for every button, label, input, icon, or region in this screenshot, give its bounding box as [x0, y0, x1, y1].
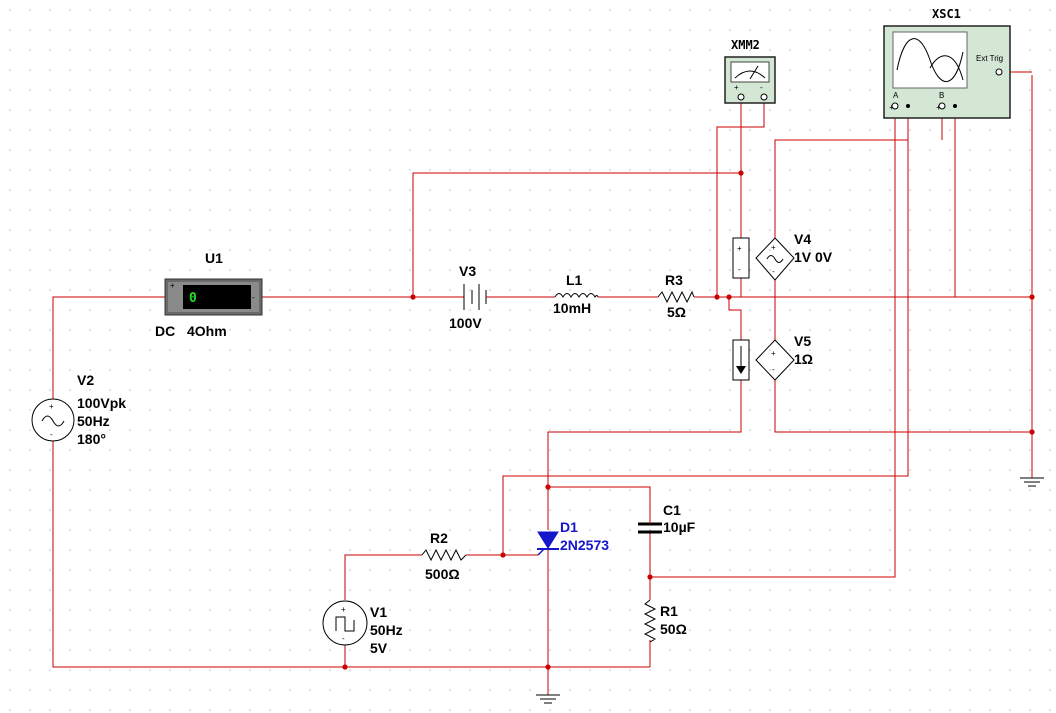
xsc1-ref: XSC1 [932, 7, 961, 21]
svg-text:+: + [771, 349, 776, 358]
d1-thyristor[interactable] [537, 531, 559, 556]
v2-ac-source[interactable]: + - [31, 398, 75, 442]
svg-text:+: + [49, 402, 54, 411]
r1-ref: R1 [660, 603, 678, 619]
v1-ref: V1 [370, 604, 387, 620]
svg-text:+: + [936, 103, 941, 112]
v2-phase: 180° [77, 431, 106, 447]
v4-value: 1V 0V [794, 249, 833, 265]
v2-amplitude: 100Vpk [77, 395, 126, 411]
c1-capacitor[interactable] [638, 510, 662, 534]
r2-ref: R2 [430, 530, 448, 546]
v5-value: 1Ω [794, 351, 813, 367]
xsc1-channel-a: A [893, 91, 899, 100]
svg-text:-: - [772, 365, 775, 374]
xmm2-ref: XMM2 [731, 38, 760, 52]
junction-dots [342, 170, 1035, 670]
svg-text:-: - [760, 83, 763, 92]
xsc1-ext-trig: Ext Trig [976, 54, 1003, 63]
v4-ref: V4 [794, 231, 811, 247]
svg-text:-: - [772, 267, 775, 276]
u1-display: 0 [189, 291, 197, 306]
svg-text:+: + [889, 103, 894, 112]
ground-icon [536, 694, 560, 704]
u1-plus-icon: + [170, 281, 175, 290]
svg-text:-: - [738, 265, 741, 274]
r3-value: 5Ω [667, 304, 686, 320]
r1-resistor[interactable] [643, 599, 657, 643]
d1-ref: D1 [560, 519, 578, 535]
r3-ref: R3 [665, 272, 683, 288]
v2-ref: V2 [77, 372, 94, 388]
u1-mode: DC [155, 323, 175, 339]
v1-frequency: 50Hz [370, 622, 403, 638]
c1-ref: C1 [663, 502, 681, 518]
r3-resistor[interactable] [657, 290, 695, 304]
xsc1-channel-b: B [939, 91, 944, 100]
r2-value: 500Ω [425, 566, 460, 582]
v3-battery[interactable] [451, 284, 490, 310]
d1-value: 2N2573 [560, 537, 609, 553]
v3-ref: V3 [459, 263, 476, 279]
v1-voltage: 5V [370, 640, 388, 656]
svg-text:+: + [771, 243, 776, 252]
xmm2-multimeter[interactable]: + - [724, 56, 776, 104]
v1-pulse-source[interactable]: + - [322, 600, 368, 646]
v5-ref: V5 [794, 333, 811, 349]
v5-controlled-source[interactable]: + - [732, 339, 795, 381]
u1-ammeter[interactable]: 0 + - [164, 278, 263, 316]
ground-icon [1020, 472, 1044, 487]
c1-value: 10µF [663, 519, 696, 535]
svg-text:+: + [341, 605, 346, 614]
v4-controlled-source[interactable]: + - + - [732, 237, 795, 281]
svg-text:+: + [734, 83, 739, 92]
l1-inductor[interactable] [554, 293, 599, 299]
u1-value: 4Ohm [187, 323, 227, 339]
xsc1-oscilloscope[interactable]: + + [883, 25, 1011, 119]
wires [52, 71, 1033, 695]
svg-text:-: - [50, 430, 53, 439]
svg-text:+: + [737, 244, 742, 253]
v3-value: 100V [449, 315, 482, 331]
svg-text:-: - [342, 634, 345, 643]
r2-resistor[interactable] [421, 548, 467, 562]
u1-minus-icon: - [252, 293, 255, 302]
v2-frequency: 50Hz [77, 413, 110, 429]
r1-value: 50Ω [660, 621, 687, 637]
u1-ref: U1 [205, 250, 223, 266]
l1-value: 10mH [553, 300, 591, 316]
l1-ref: L1 [566, 272, 583, 288]
